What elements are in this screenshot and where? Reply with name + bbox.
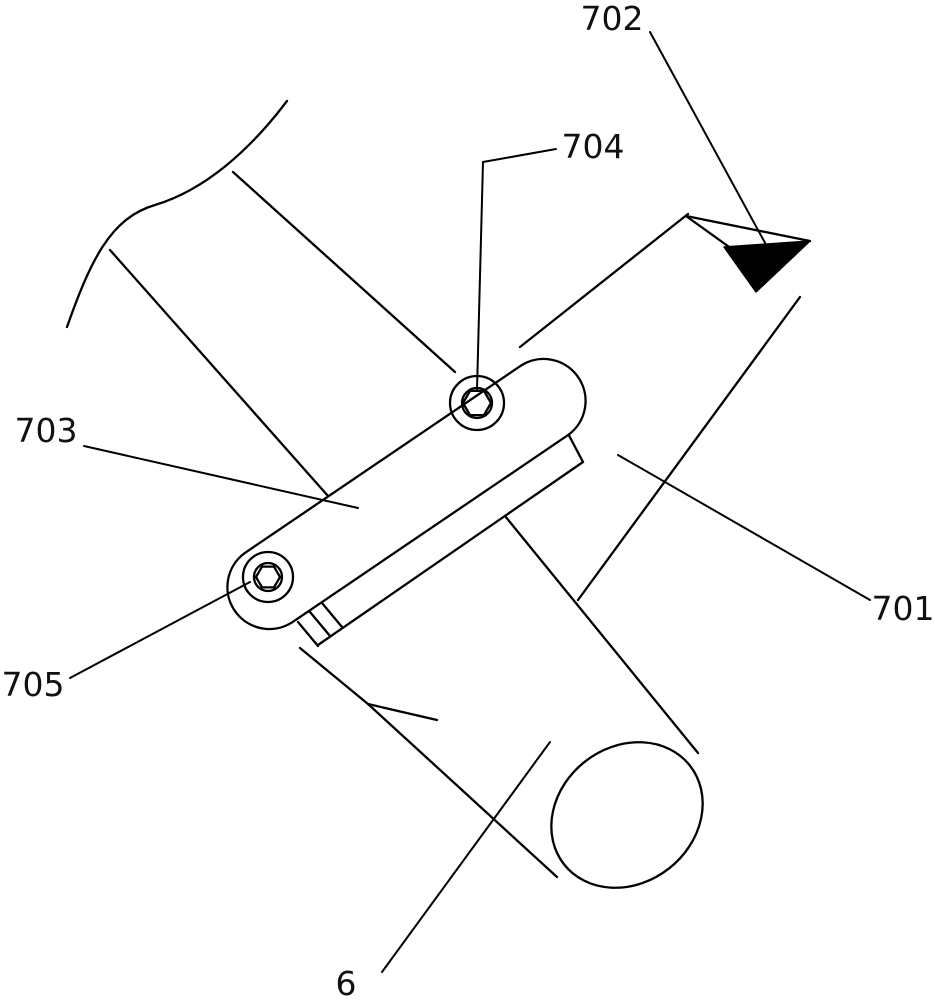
rod-edge-upper bbox=[518, 212, 690, 349]
frame-tube bbox=[65, 99, 457, 498]
label-704: 704 bbox=[562, 127, 625, 166]
clamp-bar-outline bbox=[226, 357, 587, 631]
tube-break-line bbox=[65, 99, 289, 329]
leader-6 bbox=[381, 741, 551, 973]
screw-705-socket-bore bbox=[252, 561, 284, 593]
clamp-right-face-edge bbox=[567, 433, 585, 464]
clamp-lower-face-edge bbox=[316, 460, 585, 647]
leader-704 bbox=[476, 148, 557, 391]
screw-705 bbox=[241, 550, 295, 604]
label-701: 701 bbox=[872, 589, 935, 628]
tube6-edge-left bbox=[366, 702, 559, 879]
tube6-edge-right bbox=[503, 514, 700, 755]
tube-edge-lower bbox=[108, 248, 330, 498]
leader-703 bbox=[83, 445, 359, 509]
label-703: 703 bbox=[15, 411, 78, 450]
clamp-seat-edge bbox=[298, 646, 439, 722]
clamp-block-703 bbox=[226, 357, 587, 722]
tip-solid-point bbox=[723, 240, 811, 293]
screw-704-hex-socket bbox=[461, 389, 493, 417]
rod-edge-lower bbox=[576, 295, 802, 602]
leader-701 bbox=[617, 454, 871, 601]
tube6-end-face bbox=[550, 741, 704, 889]
label-705: 705 bbox=[2, 665, 65, 704]
leader-705 bbox=[69, 581, 251, 679]
tube-edge-upper bbox=[231, 170, 457, 374]
tube-6 bbox=[366, 514, 704, 889]
screw-705-head bbox=[241, 550, 295, 604]
label-6: 6 bbox=[336, 964, 357, 1000]
label-702: 702 bbox=[581, 0, 644, 38]
tip-upper-edge bbox=[684, 214, 812, 243]
clamp-serrations bbox=[296, 601, 344, 648]
leader-lines bbox=[69, 31, 871, 973]
tip-702 bbox=[684, 214, 812, 293]
screw-705-hex-socket bbox=[254, 565, 282, 589]
leader-702 bbox=[649, 31, 771, 253]
